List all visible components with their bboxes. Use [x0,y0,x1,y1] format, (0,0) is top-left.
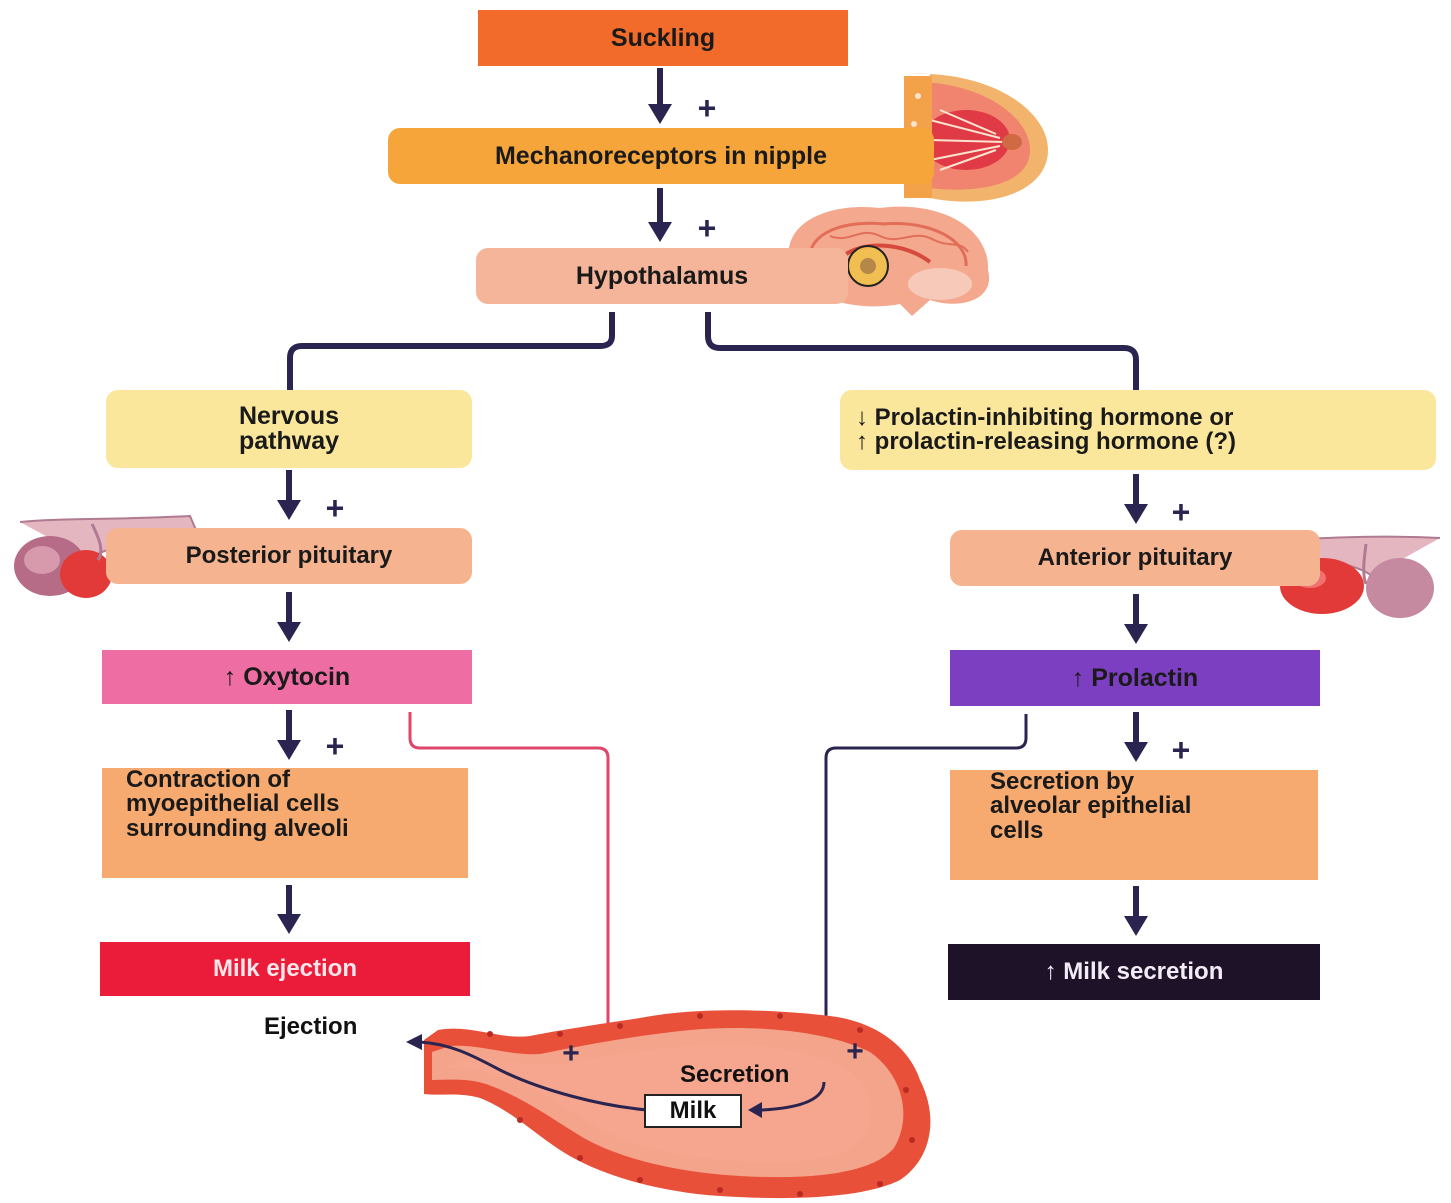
prolactin-hormone-line-1: ↓ Prolactin-inhibiting hormone or [856,403,1234,431]
branch-left [287,312,615,392]
nervous-pathway-box: Nervous pathway [106,390,472,468]
suckling-box: Suckling [478,10,848,66]
milk-secretion-box: ↑ Milk secretion [948,944,1320,1000]
secretion-cells-line-2: alveolar epithelial [990,792,1192,820]
plus-sign: + [325,489,345,526]
mechanoreceptors-label: Mechanoreceptors in nipple [494,141,827,170]
nervous-pathway-line-2: pathway [238,427,340,455]
plus-sign: + [697,89,717,126]
milk-ejection-label: Milk ejection [212,955,358,982]
plus-sign: + [1171,731,1191,768]
suckling-label: Suckling [610,23,716,52]
plus-sign: + [697,209,717,246]
anterior-pituitary-label: Anterior pituitary [1037,544,1233,571]
prolactin-box: ↑ Prolactin [950,650,1320,706]
plus-sign: + [562,1037,580,1070]
milk-secretion-label: ↑ Milk secretion [1044,958,1224,985]
prolactin-hormone-line-2: ↑ prolactin-releasing hormone (?) [856,428,1237,455]
mechanoreceptors-box: Mechanoreceptors in nipple [388,128,934,184]
secretion-cells-box: Secretion by alveolar epithelial cells [950,768,1318,880]
plus-sign: + [1171,493,1191,530]
oxytocin-label: ↑ Oxytocin [223,662,351,691]
milk-label: Milk [644,1094,742,1128]
contraction-line-2: myoepithelial cells [126,790,340,818]
secretion-label: Secretion [680,1061,790,1088]
contraction-line-1: Contraction of [126,766,290,793]
hypothalamus-box: Hypothalamus [476,248,848,304]
prolactin-to-alveolus-line [824,714,1028,1056]
nervous-pathway-line-1: Nervous [238,401,340,430]
secretion-arrow [761,1081,826,1112]
posterior-pituitary-box: Posterior pituitary [106,528,472,584]
oxytocin-box: ↑ Oxytocin [102,650,472,704]
prolactin-hormone-box: ↓ Prolactin-inhibiting hormone or ↑ prol… [840,390,1436,470]
secretion-cells-line-1: Secretion by [990,768,1135,795]
posterior-pituitary-label: Posterior pituitary [185,542,393,569]
plus-sign: + [325,727,345,764]
anterior-pituitary-box: Anterior pituitary [950,530,1320,586]
ejection-label: Ejection [264,1013,358,1040]
ejection-arrow [419,1040,649,1112]
prolactin-label: ↑ Prolactin [1071,663,1199,692]
secretion-cells-line-3: cells [990,816,1044,844]
contraction-box: Contraction of myoepithelial cells surro… [102,766,468,878]
contraction-line-3: surrounding alveoli [126,814,349,842]
branch-right [705,312,1139,392]
milk-ejection-box: Milk ejection [100,942,470,996]
plus-sign: + [846,1035,864,1068]
hypothalamus-label: Hypothalamus [575,261,749,290]
